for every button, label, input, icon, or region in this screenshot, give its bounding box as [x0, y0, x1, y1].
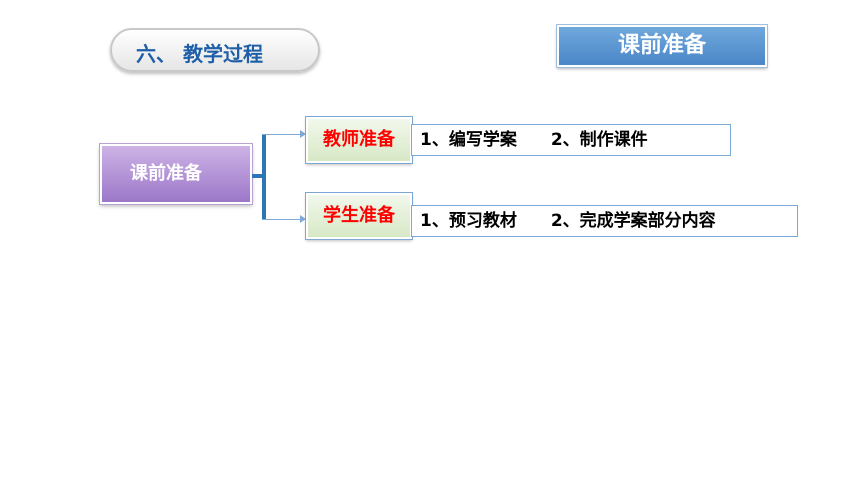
branch-content-teacher: 1、编写学案 2、制作课件 [411, 124, 731, 156]
student-item-2: 2、完成学案部分内容 [550, 211, 716, 231]
student-item-1: 1、预习教材 [420, 211, 517, 231]
bracket-stem [252, 174, 262, 178]
branch-label-student: 学生准备 [305, 192, 413, 240]
teacher-item-1: 1、编写学案 [420, 130, 517, 150]
bracket-vertical [262, 134, 266, 220]
connector-line-bottom [262, 219, 300, 220]
connector-line-top [262, 134, 300, 135]
branch-content-student: 1、预习教材 2、完成学案部分内容 [411, 205, 798, 237]
slide-title: 课前准备 [556, 24, 768, 68]
teacher-item-2: 2、制作课件 [550, 130, 648, 150]
section-heading: 六、 教学过程 [136, 42, 263, 66]
root-node: 课前准备 [99, 143, 253, 205]
arrow-top-icon [300, 130, 306, 138]
branch-label-teacher: 教师准备 [305, 116, 413, 164]
arrow-bottom-icon [300, 215, 306, 223]
section-heading-pill: 六、 教学过程 [110, 28, 320, 72]
